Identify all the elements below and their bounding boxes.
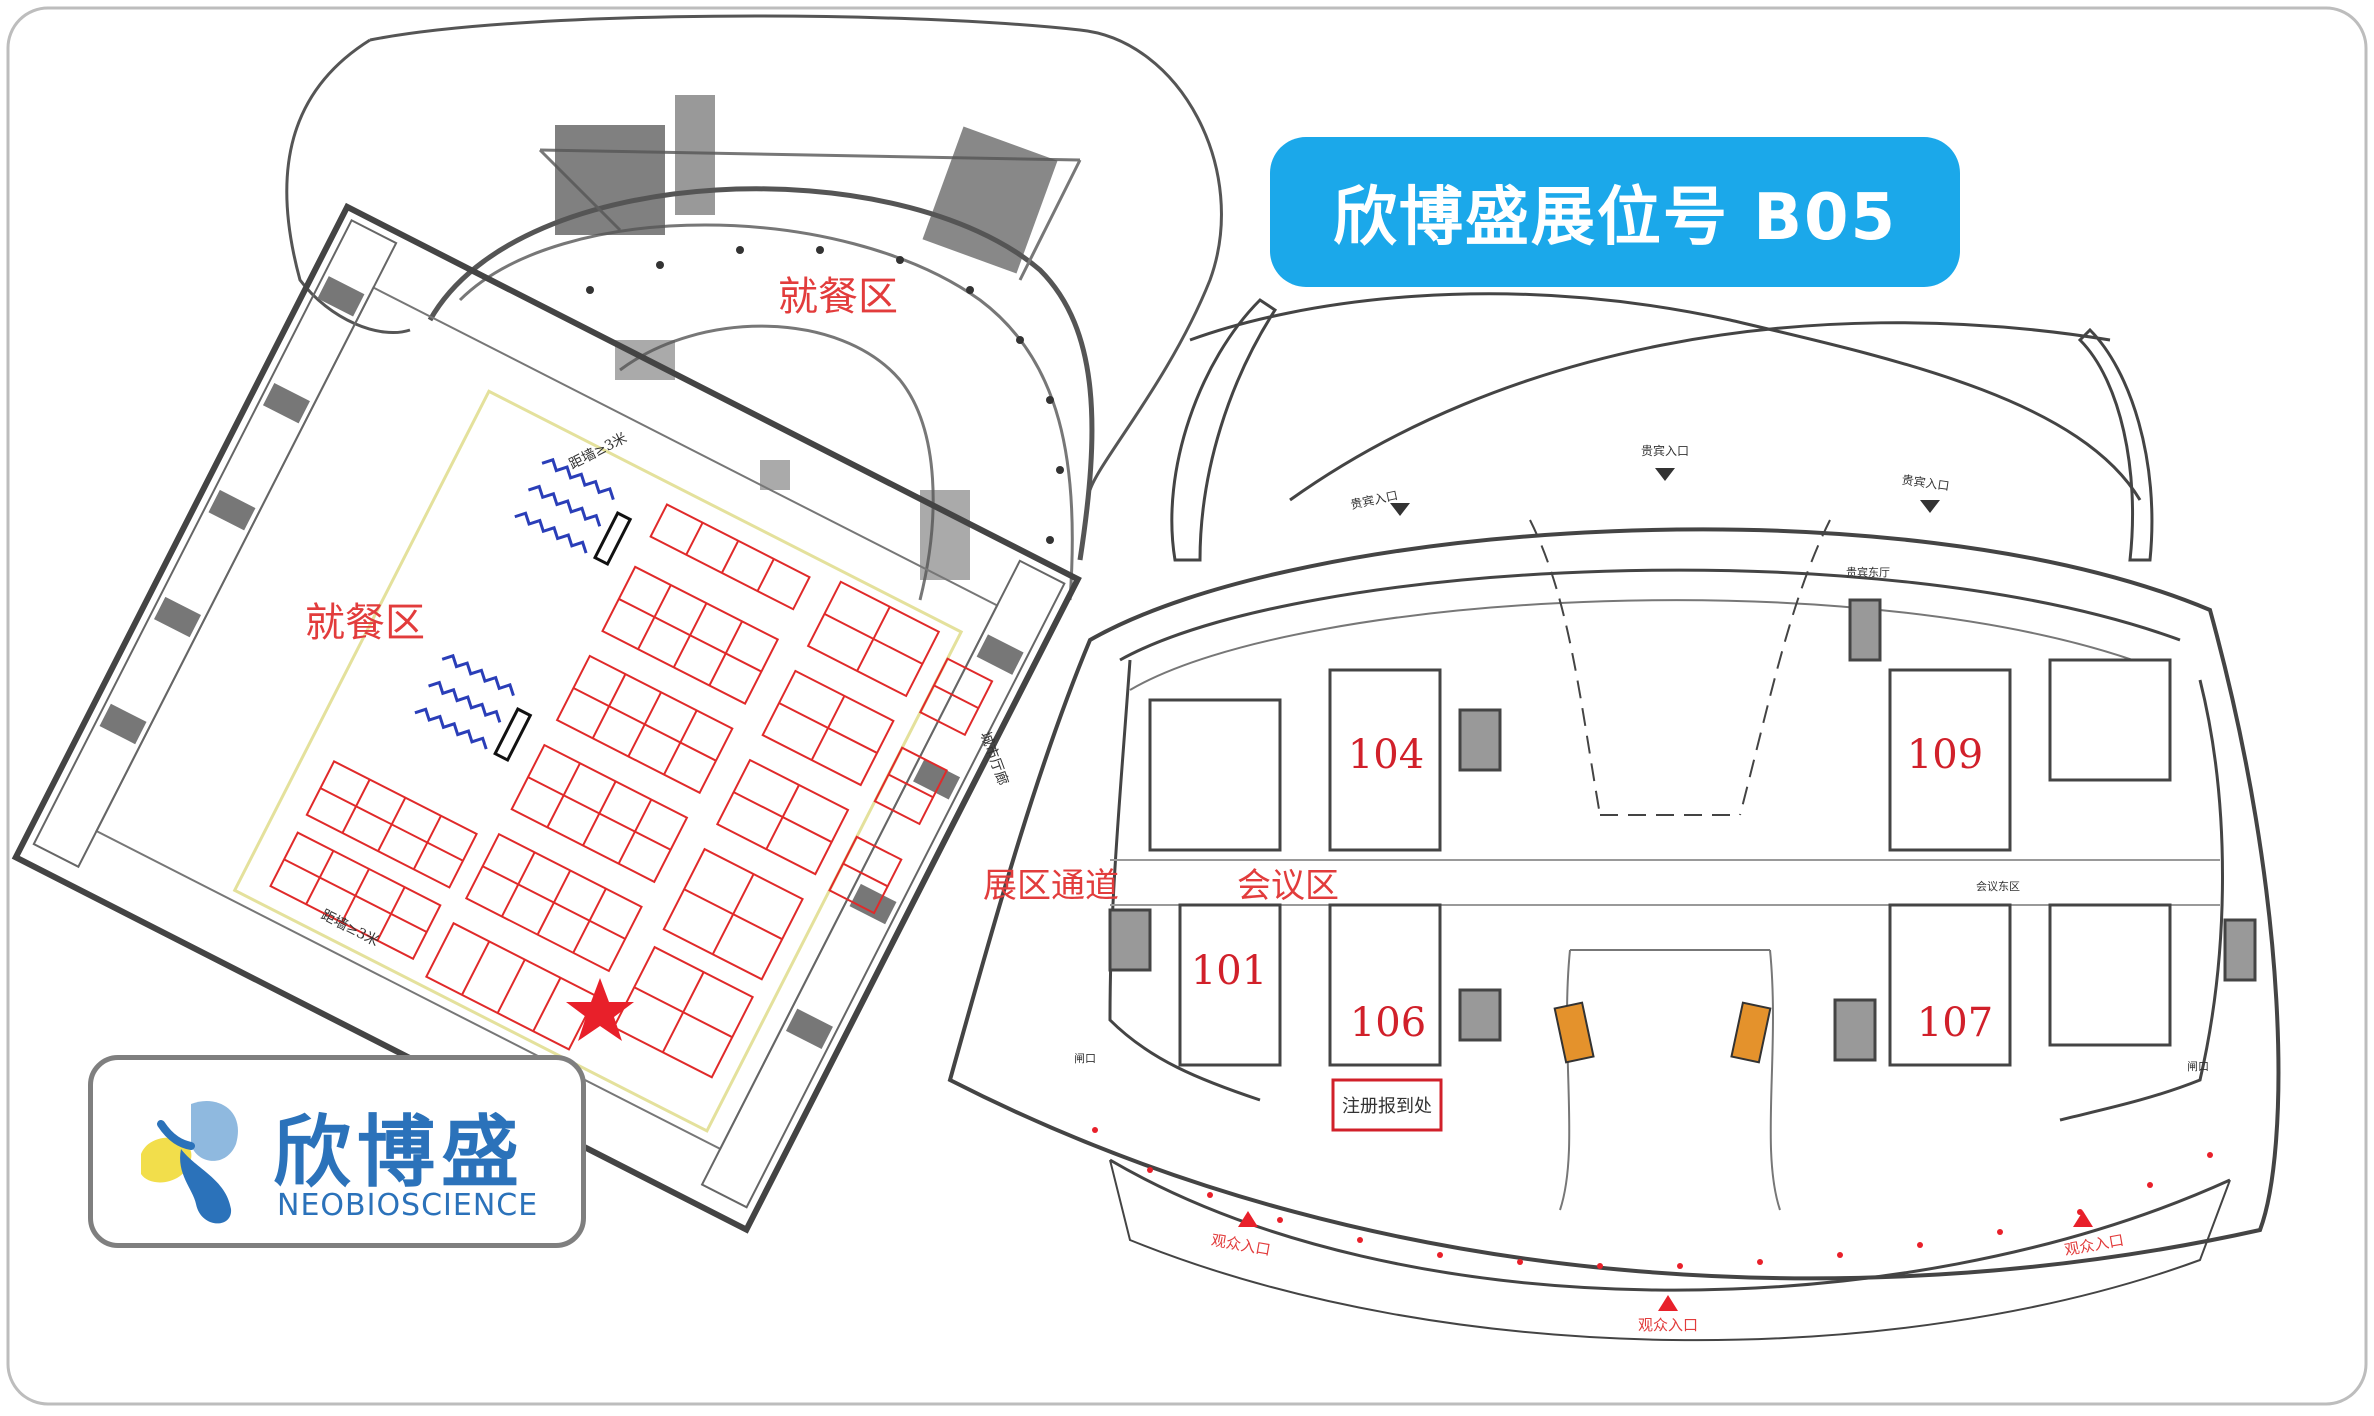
logo-callout: 欣博盛 NEOBIOSCIENCE (88, 1055, 586, 1248)
dining-zone-left-label: 就餐区 (305, 600, 425, 646)
star-marker-icon (566, 978, 634, 1041)
neobioscience-logo-icon (141, 1100, 238, 1224)
audience-entrance-right-arrow-icon (2073, 1211, 2093, 1227)
stand-blocks (555, 95, 1058, 580)
hall-101-label: 101 (1191, 948, 1267, 994)
booth-number-text: 欣博盛展位号 B05 (1332, 181, 1898, 255)
dining-zone-top-label: 就餐区 (778, 274, 898, 320)
exhibit-passage-label: 展区通道 (983, 866, 1119, 906)
perimeter-markers (1092, 1127, 2213, 1269)
hall-blocks (1108, 598, 2257, 1067)
gate-right-label: 闸口 (2187, 1060, 2209, 1073)
vip-entrance-center-arrow-icon (1655, 468, 1675, 481)
column-dots-north (586, 246, 1064, 544)
vip-entrance-right-label: 贵宾入口 (1901, 472, 1951, 494)
hall-109-label: 109 (1907, 732, 1983, 778)
meeting-east-label: 会议东区 (1976, 880, 2020, 893)
hall-106-label: 106 (1350, 1000, 1426, 1046)
escalators (1553, 1001, 1772, 1064)
hall-107-label: 107 (1917, 1000, 1993, 1046)
meeting-area-label: 会议区 (1237, 866, 1339, 906)
vip-entrance-left-arrow-icon (1390, 503, 1410, 516)
registration-label: 注册报到处 (1342, 1096, 1432, 1117)
audience-entrance-left-arrow-icon (1238, 1211, 1258, 1227)
booth-number-banner: 欣博盛展位号 B05 (1270, 137, 1960, 287)
vip-entrance-right-arrow-icon (1920, 500, 1940, 513)
registration-box (1331, 1078, 1443, 1132)
vip-entrance-center-label: 贵宾入口 (1641, 443, 1689, 458)
audience-entrance-center-arrow-icon (1658, 1295, 1678, 1311)
lounge-wave-marks (414, 457, 633, 763)
hall-104-label: 104 (1348, 732, 1424, 778)
logo-chinese-name: 欣博盛 (273, 1108, 526, 1198)
booth-grid (269, 503, 994, 1079)
gate-left-label: 闸口 (1074, 1052, 1096, 1065)
audience-entrance-center-label: 观众入口 (1638, 1316, 1698, 1334)
logo-english-name: NEOBIOSCIENCE (277, 1188, 539, 1223)
right-exhibition-center (947, 292, 2281, 1342)
vip-hall-label: 贵宾东厅 (1846, 565, 1890, 579)
